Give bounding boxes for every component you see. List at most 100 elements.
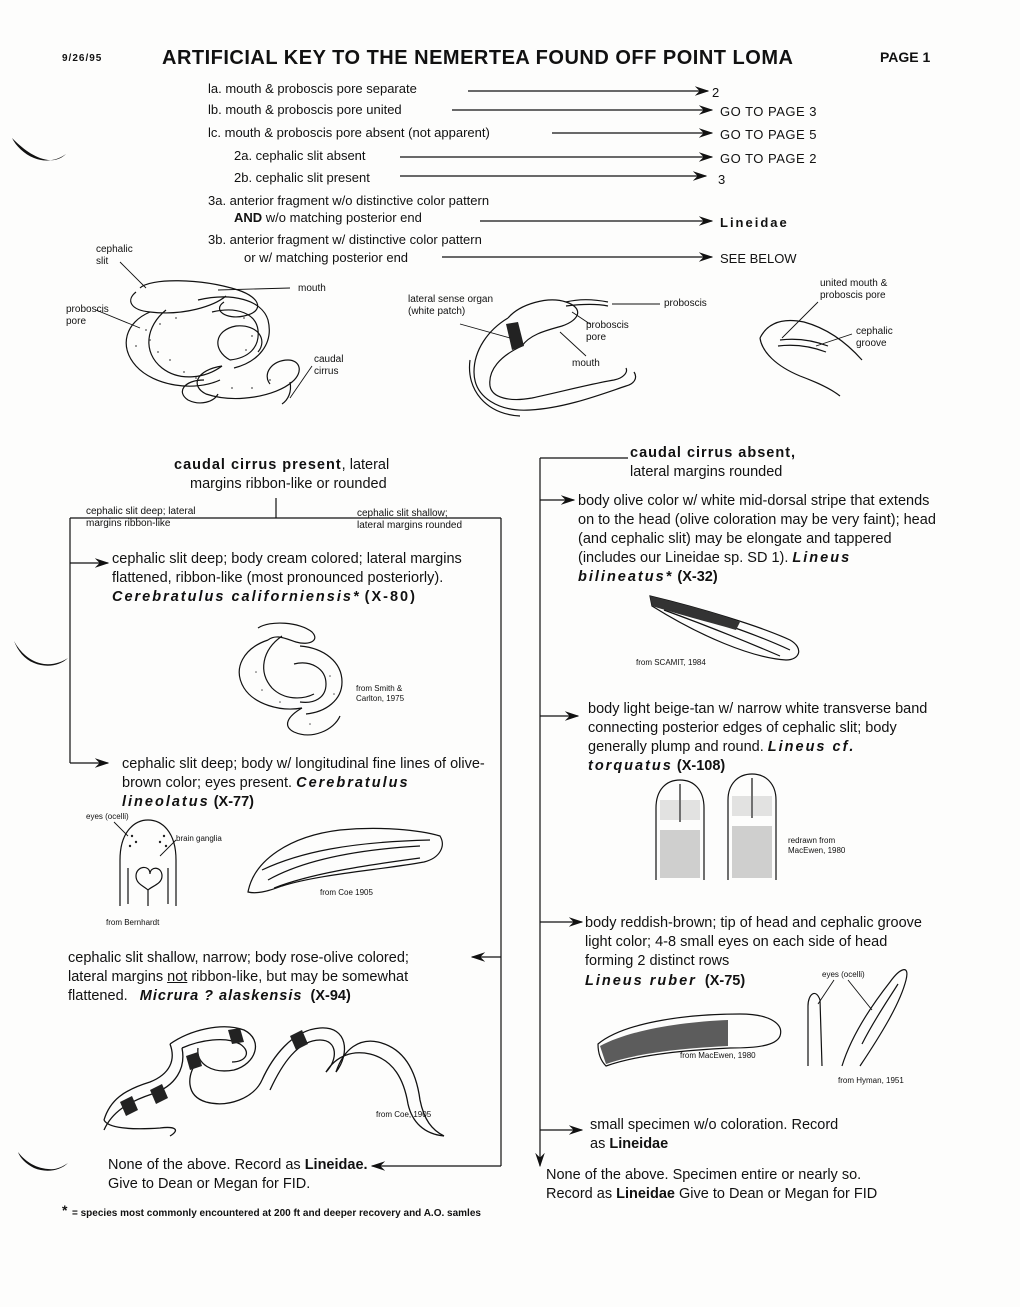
label-united-mouth: united mouth & proboscis pore <box>820 278 888 301</box>
entry-lineolatus: cephalic slit deep; body w/ longitudinal… <box>122 755 498 812</box>
left-sub-shallow: cephalic slit shallow; lateral margins r… <box>357 508 463 531</box>
couplet-1b: lb. mouth & proboscis pore united <box>208 102 402 117</box>
right-none-rest: Give to Dean or Megan for FID <box>674 1186 878 1202</box>
left-heading-line2: margins ribbon-like or rounded <box>190 476 387 492</box>
couplet-2b-target: 3 <box>718 172 726 187</box>
left-none-line2: Give to Dean or Megan for FID. <box>108 1176 311 1192</box>
ruber-eyes-label: eyes (ocelli) <box>822 970 865 979</box>
torquatus-credit: redrawn from MacEwen, 1980 <box>788 836 846 855</box>
couplet-3a-rest: w/o matching posterior end <box>262 210 422 225</box>
alaskensis-line1: cephalic slit shallow, narrow; body rose… <box>68 950 409 966</box>
united-mouth-figure <box>759 319 863 397</box>
sense-organ-figure <box>468 299 637 417</box>
label-lateral-sense-organ: lateral sense organ (white patch) <box>408 294 494 317</box>
sense-organ-leaders <box>459 303 660 357</box>
coiled-worm-figure <box>125 280 300 405</box>
page-title: ARTIFICIAL KEY TO THE NEMERTEA FOUND OFF… <box>162 47 794 69</box>
ruber-name-line: Lineus ruber (X-75) <box>585 972 745 991</box>
bilineatus-species: Lineus bilineatus* <box>578 550 852 585</box>
couplet-1a-target: 2 <box>712 85 720 100</box>
bilineatus-credit: from SCAMIT, 1984 <box>636 658 706 667</box>
torquatus-species: Lineus cf. torquatus <box>588 739 856 774</box>
couplet-3a-line1: 3a. anterior fragment w/o distinctive co… <box>208 193 490 208</box>
lineolatus-ocelli <box>128 834 168 848</box>
page-number: PAGE 1 <box>880 49 931 65</box>
label-cephalic-slit: cephalic slit <box>96 244 133 267</box>
lineolatus-leaders <box>113 821 177 857</box>
bilineatus-dark-band <box>650 596 740 630</box>
couplet-3b-line2: or w/ matching posterior end <box>244 250 409 265</box>
label-caudal-cirrus: caudal cirrus <box>314 354 344 377</box>
alaskensis-line2b: ribbon-like, but may be somewhat <box>187 969 409 985</box>
small-specimen-line1: small specimen w/o coloration. Record <box>590 1117 839 1133</box>
couplet-1c-target: GO TO PAGE 5 <box>720 127 818 142</box>
label-proboscis-pore-2: proboscis pore <box>586 320 629 343</box>
alaskensis-line2a: lateral margins <box>68 969 168 985</box>
lineolatus-code: (X-77) <box>213 794 255 810</box>
ruber-body-figure <box>597 1013 782 1067</box>
alaskensis-line3: flattened. Micrura ? alaskensis (X-94) <box>68 987 351 1006</box>
label-proboscis: proboscis <box>664 298 707 309</box>
right-none-line2: Record as Lineidae Give to Dean or Megan… <box>546 1185 877 1204</box>
margin-marks <box>12 138 68 1171</box>
united-mouth-leaders <box>781 301 853 347</box>
coiled-worm-leaders <box>95 261 313 399</box>
label-cephalic-groove: cephalic groove <box>856 326 893 349</box>
ruber-desc: body reddish-brown; tip of head and ceph… <box>585 915 922 969</box>
footnote: = species most commonly encountered at 2… <box>72 1208 481 1219</box>
label-proboscis-pore: proboscis pore <box>66 304 109 327</box>
couplet-3b-line1: 3b. anterior fragment w/ distinctive col… <box>208 232 482 247</box>
entry-californiensis: cephalic slit deep; body cream colored; … <box>112 550 488 607</box>
californiensis-desc: cephalic slit deep; body cream colored; … <box>112 551 462 586</box>
californiensis-code: (X-80) <box>364 589 417 605</box>
date-stamp: 9/26/95 <box>62 53 103 64</box>
label-mouth-2: mouth <box>572 358 600 369</box>
alaskensis-flattened: flattened. <box>68 988 128 1004</box>
alaskensis-line2: lateral margins not ribbon-like, but may… <box>68 968 408 987</box>
left-none-bold: Lineidae. <box>304 1157 368 1173</box>
lineolatus-body-figure <box>247 827 443 894</box>
couplet-3a-line2: AND w/o matching posterior end <box>234 210 422 226</box>
entry-torquatus: body light beige-tan w/ narrow white tra… <box>588 700 936 776</box>
ruber-species: Lineus ruber <box>585 973 697 989</box>
ruber-credit-2: from Hyman, 1951 <box>838 1076 904 1085</box>
alaskensis-code: (X-94) <box>310 988 351 1004</box>
ruber-dark-body <box>600 1020 728 1064</box>
torquatus-figure <box>655 773 777 880</box>
couplet-3a-target: Lineidae <box>720 215 789 230</box>
key-structure-lines <box>69 457 628 1171</box>
entry-bilineatus: body olive color w/ white mid-dorsal str… <box>578 492 938 587</box>
ruber-heads-figure <box>807 969 908 1067</box>
torquatus-desc: body light beige-tan w/ narrow white tra… <box>588 701 928 755</box>
lineolatus-head-figure <box>119 819 177 906</box>
torquatus-stipple <box>660 796 772 878</box>
lineolatus-credit-2: from Coe 1905 <box>320 888 373 897</box>
right-none-line1: None of the above. Specimen entire or ne… <box>546 1167 862 1183</box>
ruber-credit-1: from MacEwen, 1980 <box>680 1051 756 1060</box>
californiensis-figure <box>238 622 343 736</box>
label-mouth: mouth <box>298 283 326 294</box>
californiensis-credit: from Smith & Carlton, 1975 <box>356 684 405 703</box>
couplet-2a: 2a. cephalic slit absent <box>234 148 366 163</box>
small-specimen-line2: as Lineidae <box>590 1135 668 1154</box>
torquatus-code: (X-108) <box>676 758 726 774</box>
lineolatus-eyes-label: eyes (ocelli) <box>86 812 129 821</box>
left-sub-deep: cephalic slit deep; lateral margins ribb… <box>86 506 196 529</box>
lineolatus-credit-1: from Bernhardt <box>106 918 160 927</box>
couplet-1b-target: GO TO PAGE 3 <box>720 104 818 119</box>
couplet-1c: lc. mouth & proboscis pore absent (not a… <box>208 125 490 140</box>
left-heading: caudal cirrus present, lateral <box>174 456 389 475</box>
californiensis-stipple <box>255 671 335 725</box>
entry-ruber: body reddish-brown; tip of head and ceph… <box>585 914 935 971</box>
left-heading-rest: , lateral <box>341 457 390 473</box>
bilineatus-desc: body olive color w/ white mid-dorsal str… <box>578 493 936 566</box>
couplet-3b-target: SEE BELOW <box>720 251 797 266</box>
left-none-text: None of the above. Record as <box>108 1157 301 1173</box>
left-none-line1: None of the above. Record as Lineidae. <box>108 1156 368 1175</box>
couplet-1a: la. mouth & proboscis pore separate <box>208 81 417 96</box>
bilineatus-code: (X-32) <box>677 569 718 585</box>
right-heading-line2: lateral margins rounded <box>630 464 783 480</box>
californiensis-species: Cerebratulus californiensis* <box>112 589 361 605</box>
